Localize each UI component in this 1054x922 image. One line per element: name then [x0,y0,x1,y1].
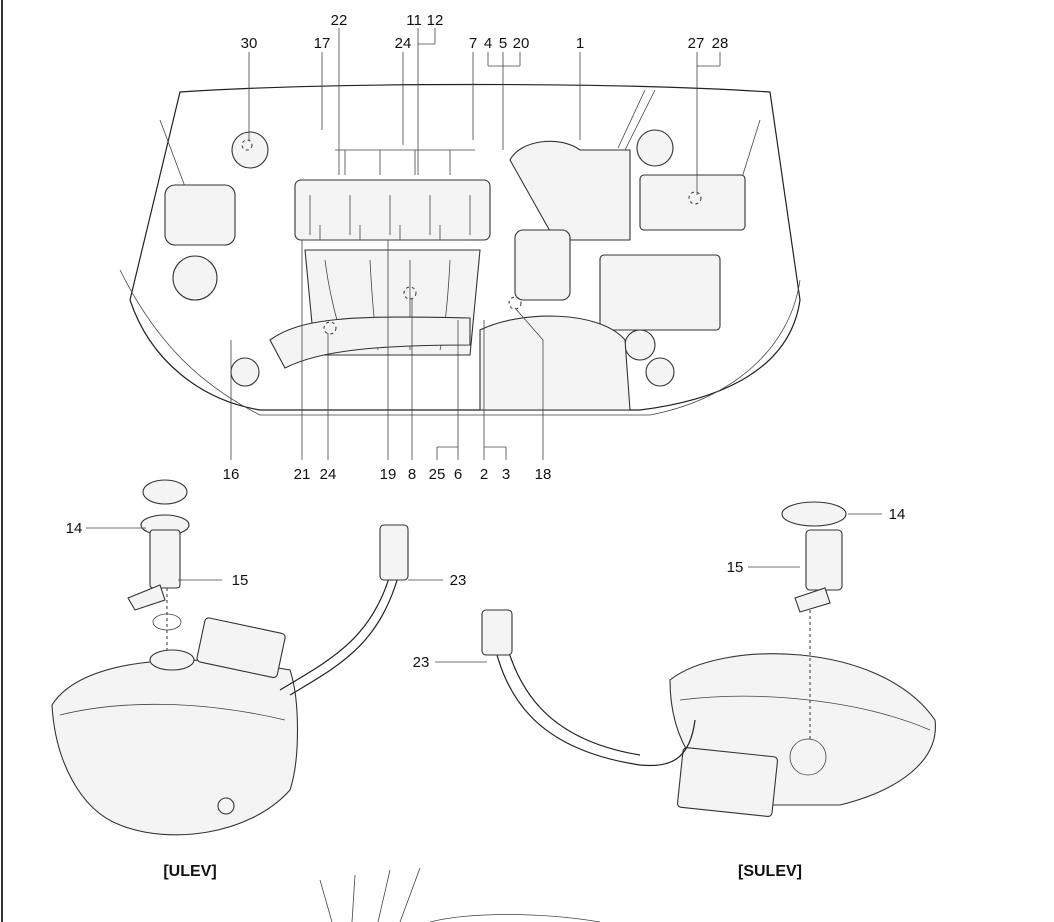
ulev-caption: [ULEV] [163,863,217,880]
callout-16: 16 [222,466,240,483]
callout-20: 20 [512,35,530,52]
callout-5: 5 [498,35,508,52]
callout-4: 4 [483,35,493,52]
callout-6: 6 [453,466,463,483]
callout-27: 27 [687,35,705,52]
callout-17: 17 [313,35,331,52]
callout-22: 22 [330,12,348,29]
ulev-callout-23: 23 [449,572,467,589]
callout-21: 21 [293,466,311,483]
callout-2: 2 [479,466,489,483]
ulev-callout-14: 14 [65,520,83,537]
sulev-callout-23: 23 [412,654,430,671]
callout-7: 7 [468,35,478,52]
sulev-drawing [435,501,936,818]
callout-1: 1 [575,35,585,52]
callout-11: 11 [406,12,422,29]
sulev-callout-14: 14 [888,506,906,523]
callout-28: 28 [711,35,729,52]
sulev-caption: [SULEV] [738,863,802,880]
sulev-callout-15: 15 [726,559,744,576]
callout-25: 25 [428,466,446,483]
callout-12: 12 [426,12,444,29]
ulev-callout-15: 15 [231,572,249,589]
callout-30: 30 [240,35,258,52]
callout-24-bottom: 24 [319,466,337,483]
callout-8: 8 [407,466,417,483]
callout-18: 18 [534,466,552,483]
callout-3: 3 [501,466,511,483]
callout-24-top: 24 [394,35,412,52]
engine-bay-drawing [119,83,801,416]
ulev-drawing [51,479,443,836]
callout-19: 19 [379,466,397,483]
